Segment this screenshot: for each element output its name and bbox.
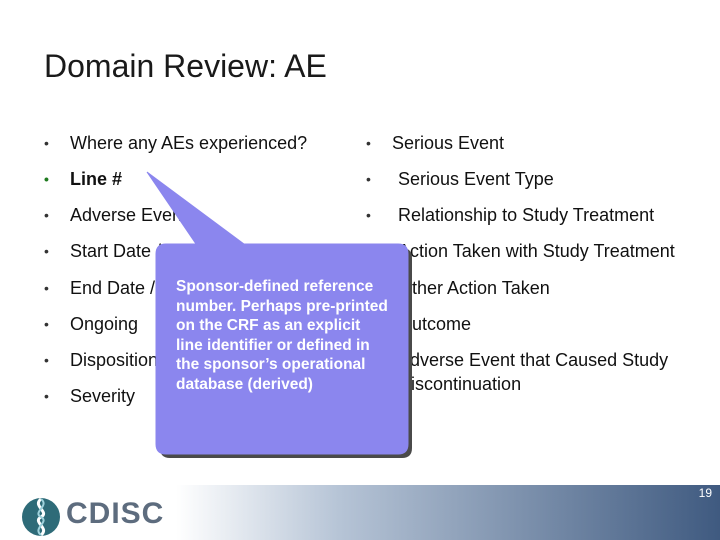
cdisc-logo-text: CDISC: [66, 497, 165, 530]
bullet-icon: •: [366, 171, 371, 187]
bullet-icon: •: [44, 243, 49, 259]
callout-text: Sponsor-defined reference number. Perhap…: [176, 278, 388, 393]
bullet-icon: •: [44, 316, 49, 332]
bullet-icon: •: [366, 207, 371, 223]
bullet-icon: •: [44, 135, 49, 151]
bullet-icon: •: [44, 352, 49, 368]
bullet-icon: •: [44, 171, 49, 187]
footer-bar: [176, 485, 720, 540]
bullet-icon: •: [366, 135, 371, 151]
bullet-icon: •: [44, 280, 49, 296]
bullet-icon: •: [44, 388, 49, 404]
cdisc-helix-icon: [22, 497, 60, 537]
slide-title: Domain Review: AE: [44, 48, 327, 84]
bullet-icon: •: [44, 207, 49, 223]
slide-number: 19: [698, 486, 712, 500]
